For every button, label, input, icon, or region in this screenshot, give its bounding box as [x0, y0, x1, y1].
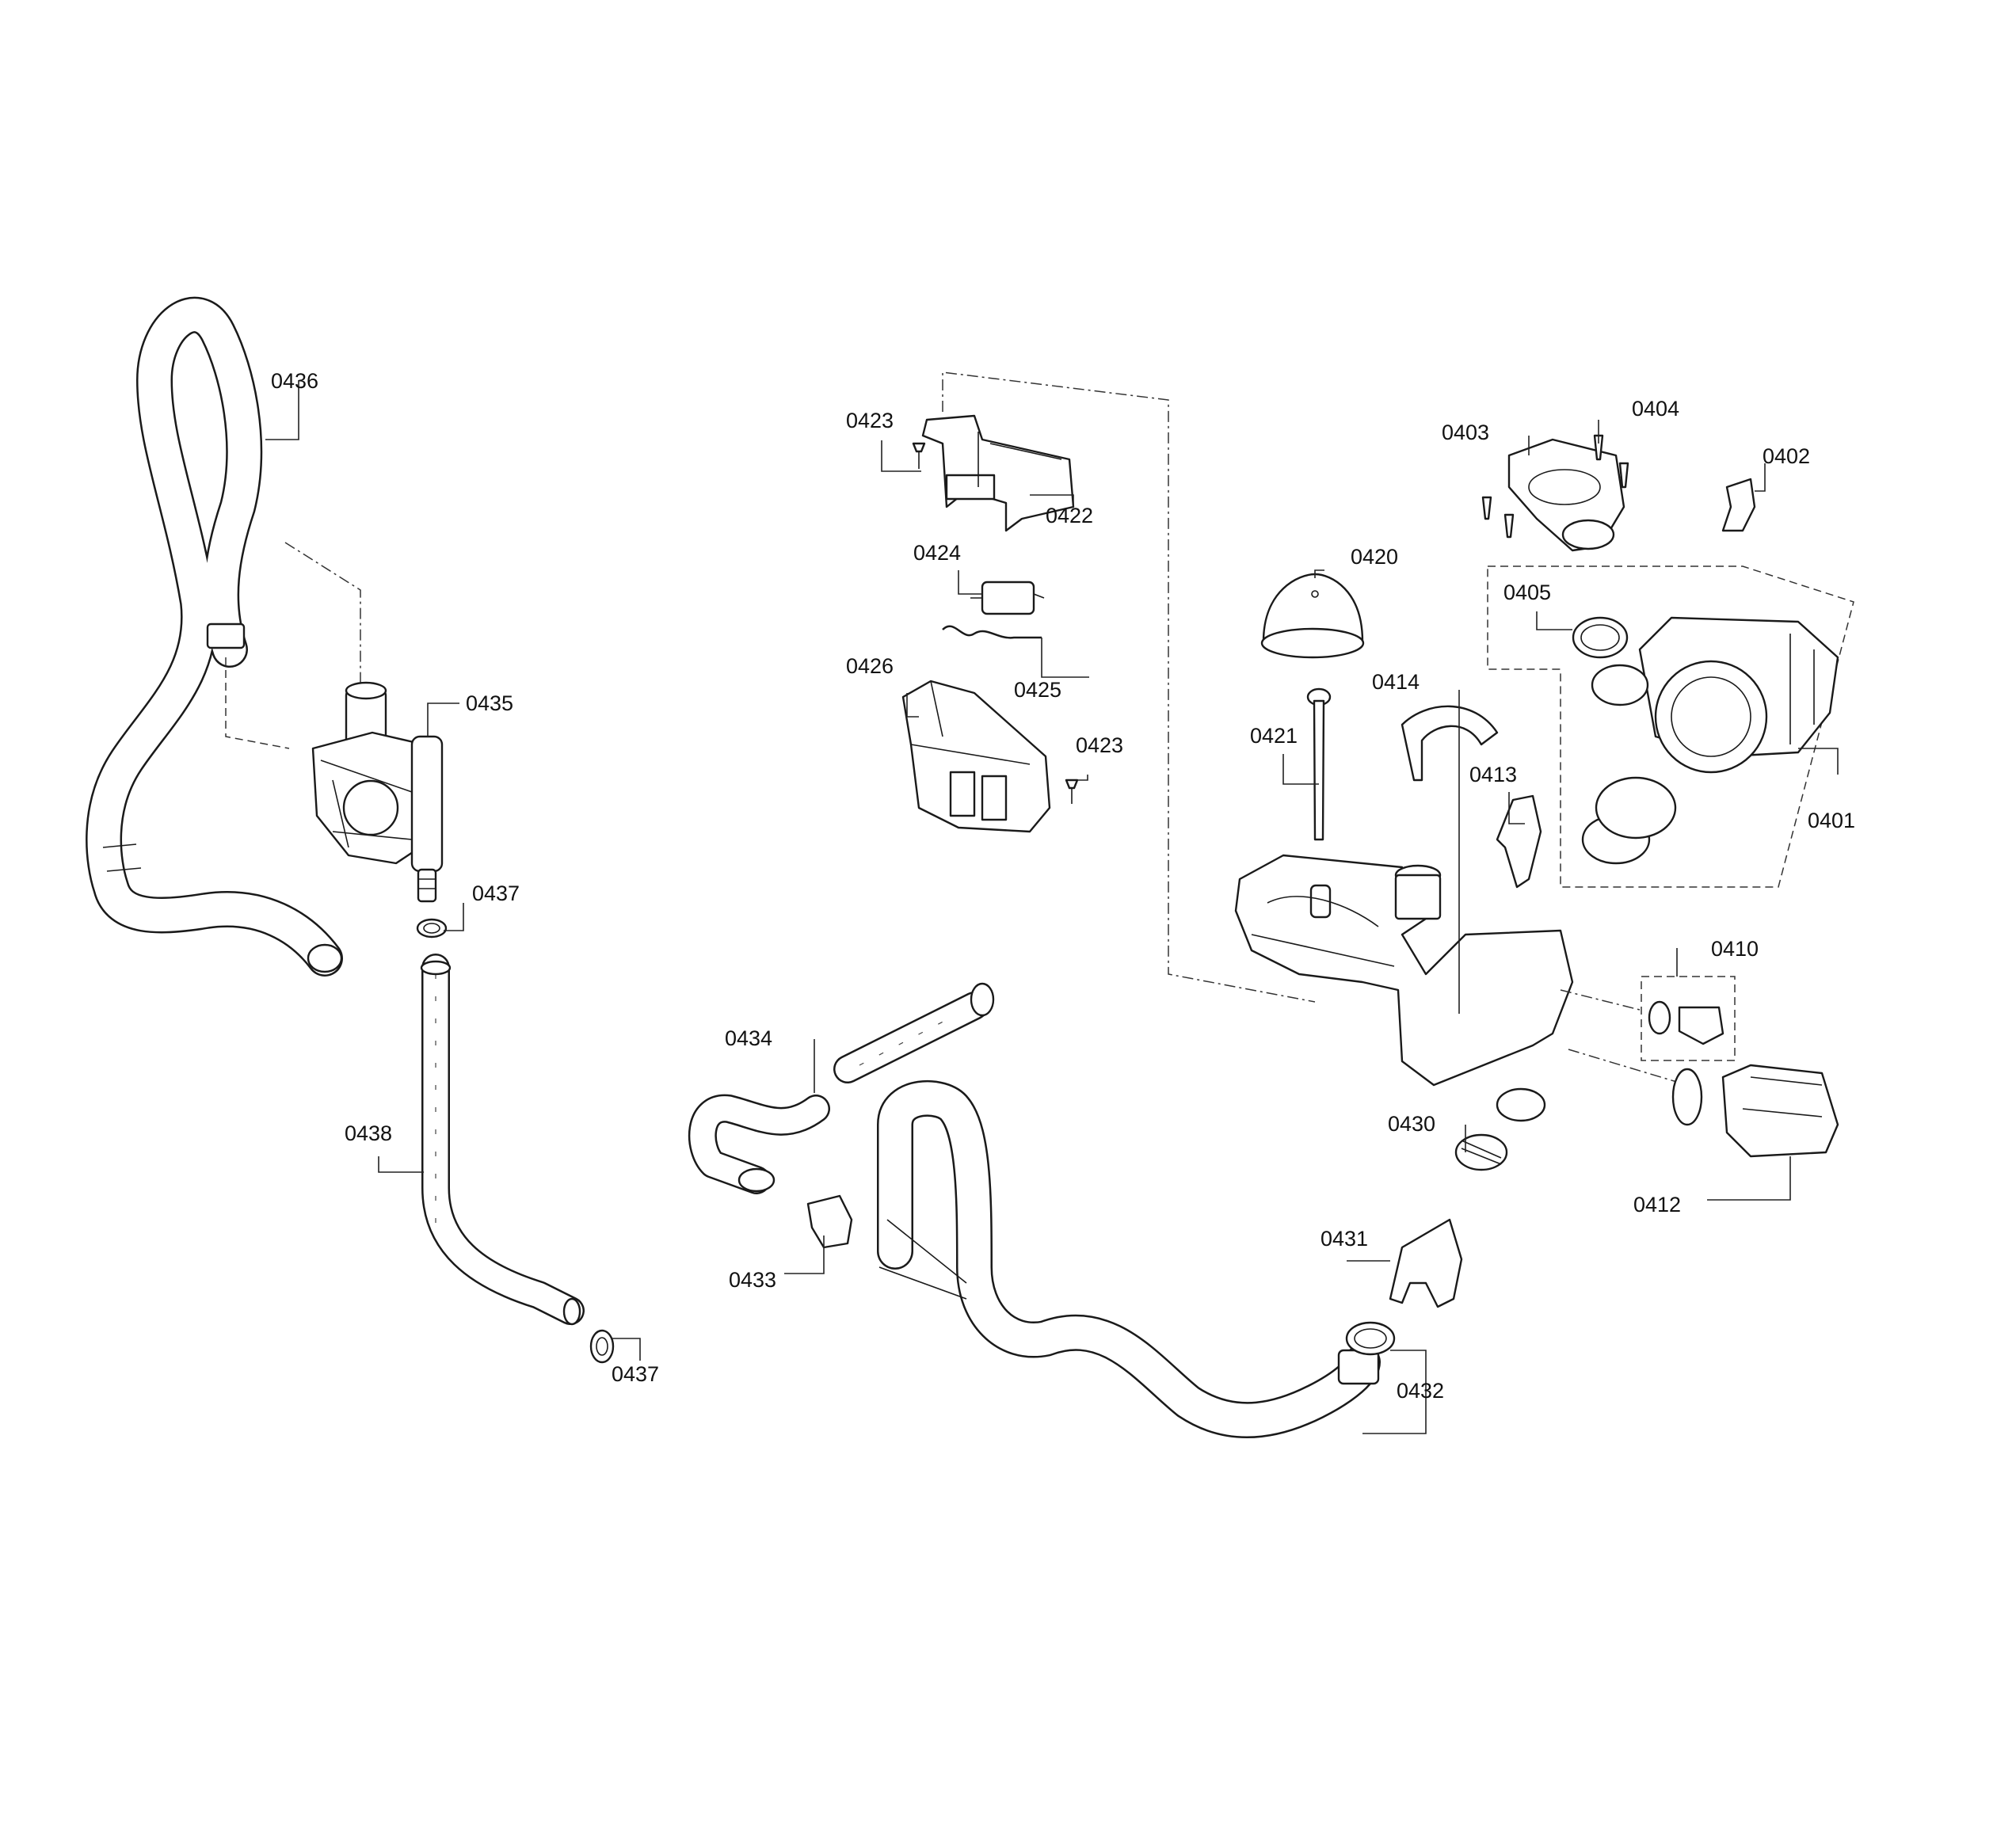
label-0410: 0410 — [1711, 937, 1759, 961]
label-0432: 0432 — [1397, 1379, 1444, 1403]
label-0436: 0436 — [271, 369, 318, 393]
label-0423-lower: 0423 — [1076, 733, 1123, 757]
part-0438-drain-hose — [420, 954, 585, 1326]
part-0423-screw-upper — [912, 442, 926, 469]
alignment-line-0435 — [284, 542, 361, 697]
part-0404-screws — [1481, 434, 1629, 539]
label-0420: 0420 — [1351, 545, 1398, 569]
part-0420-cap — [1260, 573, 1365, 659]
alignment-line-bracket — [942, 371, 1316, 1003]
label-0434: 0434 — [725, 1026, 772, 1050]
label-0404: 0404 — [1632, 397, 1679, 421]
part-0431-clip — [1389, 1218, 1463, 1308]
label-0422: 0422 — [1046, 504, 1093, 527]
part-0423-screw-lower — [1065, 779, 1079, 804]
label-0414: 0414 — [1372, 670, 1420, 694]
part-0412-heater-module — [1671, 1064, 1839, 1158]
label-0413: 0413 — [1469, 763, 1517, 786]
drain-hose-long — [877, 1079, 1381, 1439]
part-0421-rod — [1306, 687, 1332, 841]
part-0402-bracket — [1721, 478, 1756, 532]
label-0423-upper: 0423 — [846, 409, 894, 432]
label-0435: 0435 — [466, 691, 513, 715]
part-0414-clip — [1401, 705, 1499, 782]
part-0430-check-valve — [1454, 1133, 1508, 1171]
part-0433-clip — [806, 1194, 853, 1249]
label-0402: 0402 — [1763, 444, 1810, 468]
label-0438: 0438 — [345, 1121, 392, 1145]
part-0413-clip — [1496, 794, 1542, 889]
label-0405: 0405 — [1503, 581, 1551, 604]
part-0403-flange — [1507, 438, 1625, 552]
part-0425-wire — [942, 625, 1042, 639]
part-0432-seal — [1345, 1321, 1396, 1356]
label-0425: 0425 — [1014, 678, 1061, 702]
label-0430: 0430 — [1388, 1112, 1435, 1136]
label-0433: 0433 — [729, 1268, 776, 1292]
label-0437-lower: 0437 — [612, 1362, 659, 1386]
label-0403: 0403 — [1442, 421, 1489, 444]
part-labels: 0436 0435 0437 0438 0437 0423 0422 0424 … — [271, 369, 1855, 1403]
part-0426-holder — [901, 680, 1051, 833]
alignment-line-0410 — [1560, 989, 1641, 1011]
part-0437-clamp-upper — [416, 918, 448, 939]
label-0412: 0412 — [1633, 1193, 1681, 1216]
part-0436-inlet-hose — [86, 296, 343, 977]
part-0410-valve — [1641, 976, 1736, 1061]
sump-housing — [1234, 854, 1574, 1122]
part-0424-sensor — [970, 581, 1045, 615]
label-0401: 0401 — [1808, 809, 1855, 832]
leader-lines — [265, 380, 1839, 1434]
alignment-line-0436 — [225, 657, 290, 749]
part-0437-clamp-lower — [589, 1329, 615, 1364]
alignment-line-0412 — [1568, 1049, 1688, 1086]
part-0401-pump-motor — [1581, 616, 1839, 865]
label-0421: 0421 — [1250, 724, 1298, 748]
label-0431: 0431 — [1320, 1227, 1368, 1251]
label-0424: 0424 — [913, 541, 961, 565]
part-0422-bracket — [921, 414, 1075, 532]
label-0437-upper: 0437 — [472, 881, 520, 905]
pump-group-box — [1487, 565, 1854, 888]
part-0435-valve-assembly — [311, 681, 444, 903]
label-0426: 0426 — [846, 654, 894, 678]
part-0434-hose-pieces — [688, 982, 995, 1194]
part-0405-ring — [1572, 616, 1629, 659]
